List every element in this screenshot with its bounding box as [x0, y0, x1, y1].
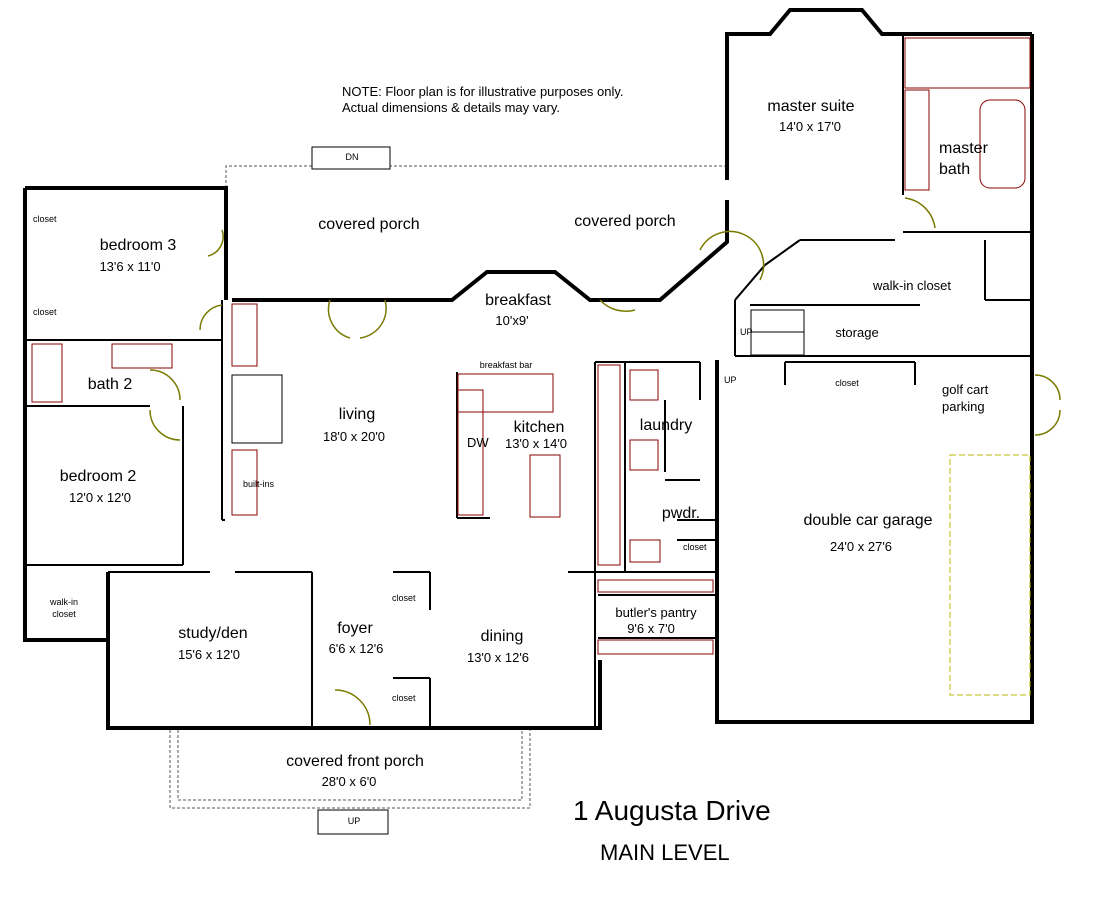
garage-dims: 24'0 x 27'6: [829, 539, 893, 554]
doors: [149, 197, 1061, 726]
fixtures: [231, 309, 1031, 696]
bedroom2-label: bedroom 2: [59, 468, 137, 485]
closet-b3-bottom: closet: [33, 307, 57, 317]
foyer-dims: 6'6 x 12'6: [328, 641, 384, 656]
butlers-pantry-label: butler's pantry: [615, 605, 697, 620]
front-porch-dims: 28'0 x 6'0: [321, 774, 377, 789]
master-bath-label-1: master: [939, 140, 988, 157]
bedroom3-label: bedroom 3: [99, 237, 177, 254]
dw-label: DW: [467, 435, 489, 450]
golf-cart-label-2: parking: [942, 399, 985, 414]
kitchen-label: kitchen: [513, 419, 565, 436]
plan-level: MAIN LEVEL: [600, 840, 730, 865]
plan-note: NOTE: Floor plan is for illustrative pur…: [342, 84, 624, 116]
foyer-label: foyer: [337, 620, 373, 637]
note-line-2: Actual dimensions & details may vary.: [342, 100, 560, 115]
golf-cart-label-1: golf cart: [942, 382, 989, 397]
dining-label: dining: [480, 628, 524, 645]
master-bath-label-2: bath: [939, 161, 971, 178]
breakfast-bar-label: breakfast bar: [479, 360, 533, 370]
study-label: study/den: [178, 625, 248, 642]
closet-garage: closet: [835, 378, 859, 388]
living-label: living: [338, 406, 376, 423]
interior-walls: [25, 34, 1032, 728]
bedroom3-dims: 13'6 x 11'0: [99, 259, 161, 274]
master-suite-dims: 14'0 x 17'0: [778, 119, 842, 134]
closet-foyer-top: closet: [392, 593, 416, 603]
step-up-label: UP: [347, 816, 361, 826]
stair-up-label-2: UP: [724, 375, 737, 385]
butlers-pantry-dims: 9'6 x 7'0: [627, 621, 675, 636]
pwdr-label: pwdr.: [661, 505, 701, 522]
note-line-1: NOTE: Floor plan is for illustrative pur…: [342, 84, 624, 99]
breakfast-label: breakfast: [485, 292, 551, 309]
covered-porch-left-label: covered porch: [318, 216, 420, 233]
closet-pwdr: closet: [683, 542, 707, 552]
dining-dims: 13'0 x 12'6: [466, 650, 530, 665]
kitchen-dims: 13'0 x 14'0: [504, 436, 568, 451]
bath2-label: bath 2: [87, 376, 133, 393]
front-porch-label: covered front porch: [286, 753, 424, 770]
closet-foyer-bottom: closet: [392, 693, 416, 703]
builtins-label: built-ins: [243, 479, 275, 489]
cabinetry: [31, 37, 1031, 655]
master-suite-label: master suite: [767, 98, 855, 115]
study-dims: 15'6 x 12'0: [177, 647, 241, 662]
walkin-b2-line2: closet: [52, 609, 76, 619]
living-dims: 18'0 x 20'0: [322, 429, 386, 444]
laundry-label: laundry: [639, 417, 693, 434]
walkin-b2-line1: walk-in: [49, 597, 79, 607]
closet-b3-top: closet: [33, 214, 57, 224]
walkin-closet-master-label: walk-in closet: [872, 278, 952, 293]
plan-title: 1 Augusta Drive: [573, 795, 771, 826]
stair-up-label-1: UP: [740, 327, 753, 337]
breakfast-dims: 10'x9': [495, 313, 529, 328]
storage-label: storage: [835, 325, 879, 340]
bedroom2-dims: 12'0 x 12'0: [68, 490, 132, 505]
covered-porch-right-label: covered porch: [574, 213, 676, 230]
steps: [311, 146, 391, 835]
step-dn-label: DN: [345, 152, 359, 162]
garage-label: double car garage: [803, 512, 933, 529]
